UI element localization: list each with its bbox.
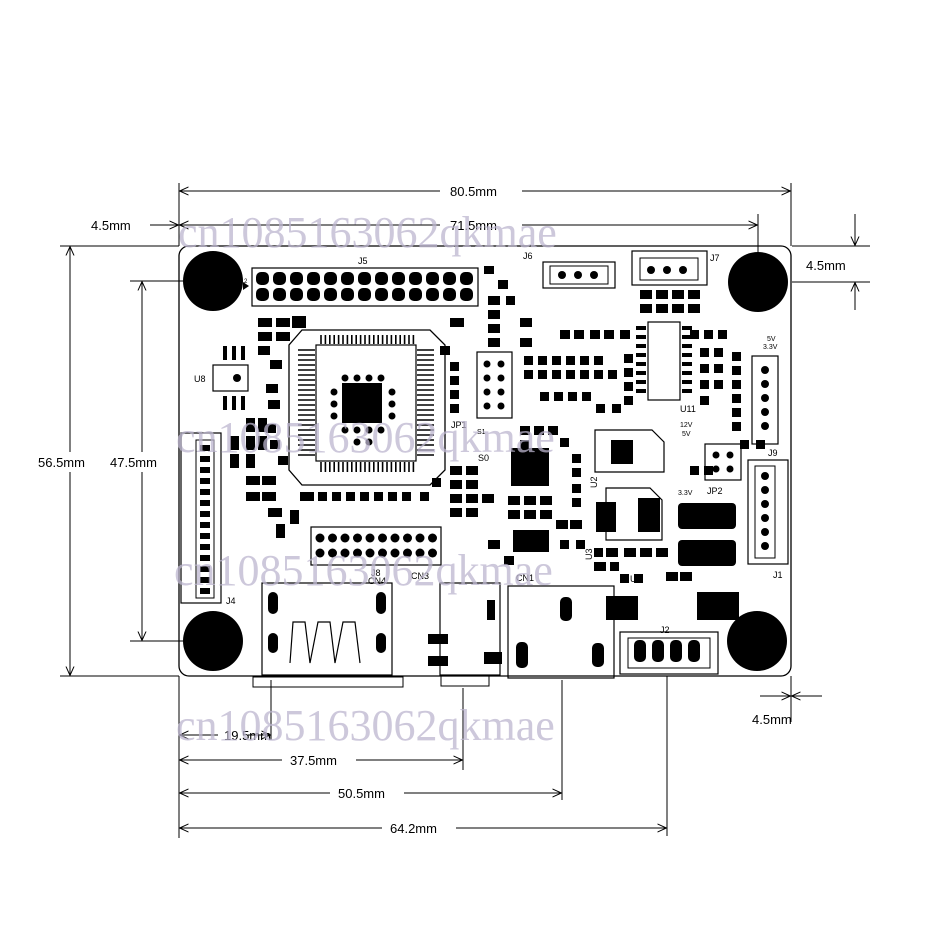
watermark-4: cn1085163062qkmae [176,701,555,750]
smd-components [230,266,765,583]
label-j2: J2 [660,625,670,635]
label-j6: J6 [523,251,533,261]
dim-board-height: 56.5mm [38,455,85,470]
dim-distance-4: 64.2mm [390,821,437,836]
dim-bottom-right-offset: 4.5mm [752,712,792,727]
j6-connector [542,261,616,289]
u8-chip [212,346,249,410]
label-cn4: CN4 [368,576,386,586]
label-3v3: 3.3V [763,344,778,351]
dim-hole-span-x: 71.5mm [450,218,497,233]
j7-connector [631,250,708,286]
mount-hole-tr [728,252,788,312]
dim-distance-3: 50.5mm [338,786,385,801]
main-processor-chip [288,329,446,486]
label-s1: S1 [477,429,486,436]
dim-board-width: 80.5mm [450,184,497,199]
dim-top-right-offset: 4.5mm [806,258,846,273]
label-5v: 5V [767,336,776,343]
label-u3: U3 [584,548,594,560]
j2-connector [619,631,719,675]
audio-jack-cn3 [428,582,502,687]
j8-header [310,526,442,566]
dim-distance-1: 19.5mm [224,728,271,743]
j9-connector [751,355,779,445]
mount-hole-br [727,611,787,671]
label-j7: J7 [710,253,720,263]
label-j5: J5 [358,256,368,266]
label-u1: U1 [630,574,642,584]
label-u2: U2 [589,476,599,488]
component-labels: J5 2 J6 J7 U8 U11 JP1 S1 S0 5V 3.3V 12V … [194,251,783,635]
watermark-2: cn1085163062qkmae [176,413,555,462]
label-cn3: CN3 [411,571,429,581]
extension-lines [60,183,870,838]
label-12v: 12V [680,422,693,429]
label-cn1: CN1 [516,573,534,583]
label-jp1: JP1 [451,420,467,430]
j1-connector [747,459,789,565]
label-s0: S0 [478,453,489,463]
power-section [511,429,739,620]
u11-chip [636,321,692,401]
dim-left-hole-offset: 4.5mm [91,218,131,233]
mount-hole-tl [183,251,243,311]
dim-distance-2: 37.5mm [290,753,337,768]
j5-header [243,267,479,307]
label-pin2: 2 [244,279,248,285]
dim-hole-span-y: 47.5mm [110,455,157,470]
watermarks: cn1085163062qkmae cn1085163062qkmae cn10… [174,208,557,750]
label-3v3-b: 3.3V [678,490,693,497]
label-j1: J1 [773,570,783,580]
label-j4: J4 [226,596,236,606]
jp1-jumper [476,351,513,419]
power-jack-cn1 [507,585,615,679]
mount-hole-bl [183,611,243,671]
label-u8: U8 [194,374,206,384]
label-j9: J9 [768,448,778,458]
j4-connector [180,432,222,604]
label-j8: J8 [371,568,381,578]
label-jp2: JP2 [707,486,723,496]
label-u11: U11 [680,404,696,414]
usb-connector-cn4 [252,582,404,688]
watermark-1: cn1085163062qkmae [178,208,557,257]
watermark-3: cn1085163062qkmae [174,546,553,595]
jp2-jumper [704,443,742,481]
label-5v-b: 5V [682,431,691,438]
